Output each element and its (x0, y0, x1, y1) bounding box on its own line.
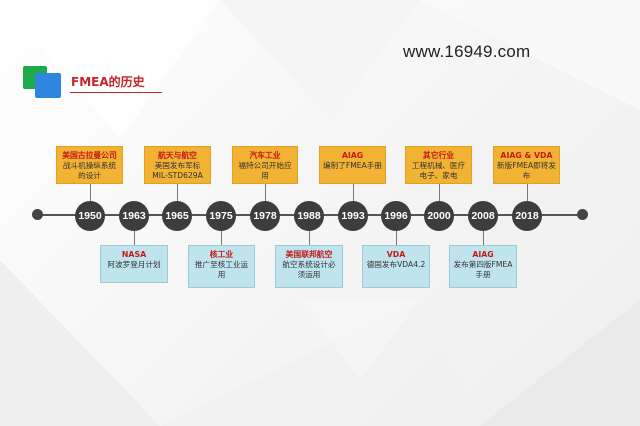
year-node: 2008 (468, 201, 498, 231)
year-node: 2018 (512, 201, 542, 231)
event-card-top: AIAG 编制了FMEA手册 (319, 146, 386, 184)
event-heading: AIAG (472, 250, 494, 259)
event-card-bottom: AIAG 发布第四版FMEA手册 (449, 245, 517, 288)
event-card-bottom: 美国联邦航空 航空系统设计必须运用 (275, 245, 343, 288)
event-heading: 航天与航空 (158, 151, 197, 160)
event-heading: 美国联邦航空 (285, 250, 333, 259)
event-card-top: 航天与航空 美国发布军标MIL-STD629A (144, 146, 211, 184)
year-node: 1950 (75, 201, 105, 231)
connector-line (177, 184, 178, 201)
year-node: 2000 (424, 201, 454, 231)
event-heading: 美国古拉曼公司 (62, 151, 117, 160)
connector-line (439, 184, 440, 201)
event-card-bottom: VDA 德国发布VDA4.2 (362, 245, 430, 288)
event-description: 航空系统设计必须运用 (282, 260, 336, 279)
logo-square-blue (35, 73, 61, 98)
event-description: 战斗机操纵系统的设计 (62, 161, 117, 180)
connector-line (309, 231, 310, 245)
event-description: 阿波罗登月计划 (107, 260, 161, 269)
event-card-top: AIAG & VDA 新版FMEA即将发布 (493, 146, 560, 184)
event-description: 德国发布VDA4.2 (366, 260, 426, 269)
event-heading: VDA (386, 250, 406, 259)
timeline-end-dot (577, 209, 588, 220)
event-description: 福特公司开始应用 (238, 161, 292, 180)
event-heading: NASA (121, 250, 147, 259)
event-description: 编制了FMEA手册 (323, 161, 382, 170)
website-url: www.16949.com (403, 42, 531, 61)
year-node: 1996 (381, 201, 411, 231)
event-card-top: 汽车工业 福特公司开始应用 (232, 146, 298, 184)
year-node: 1988 (294, 201, 324, 231)
year-node: 1963 (119, 201, 149, 231)
year-node: 1965 (162, 201, 192, 231)
connector-line (483, 231, 484, 245)
event-card-bottom: 核工业 推广至核工业运用 (188, 245, 255, 288)
event-description: 工程机械、医疗电子、家电 (411, 161, 466, 180)
title-underline (70, 92, 162, 93)
event-heading: AIAG & VDA (500, 151, 553, 160)
year-node: 1978 (250, 201, 280, 231)
timeline-start-dot (32, 209, 43, 220)
connector-line (265, 184, 266, 201)
connector-line (527, 184, 528, 201)
event-description: 发布第四版FMEA手册 (453, 260, 513, 279)
connector-line (134, 231, 135, 245)
year-node: 1993 (338, 201, 368, 231)
page-title: FMEA的历史 (71, 75, 145, 89)
event-description: 美国发布军标MIL-STD629A (152, 161, 203, 180)
event-description: 推广至核工业运用 (194, 260, 249, 279)
event-heading: 其它行业 (422, 151, 455, 160)
event-card-top: 美国古拉曼公司 战斗机操纵系统的设计 (56, 146, 123, 184)
event-card-bottom: NASA 阿波罗登月计划 (100, 245, 168, 283)
connector-line (396, 231, 397, 245)
connector-line (221, 231, 222, 245)
event-heading: AIAG (341, 151, 364, 160)
connector-line (90, 184, 91, 201)
event-description: 新版FMEA即将发布 (497, 161, 556, 180)
year-node: 1975 (206, 201, 236, 231)
event-heading: 汽车工业 (249, 151, 281, 160)
event-card-top: 其它行业 工程机械、医疗电子、家电 (405, 146, 472, 184)
connector-line (353, 184, 354, 201)
event-heading: 核工业 (209, 250, 234, 259)
